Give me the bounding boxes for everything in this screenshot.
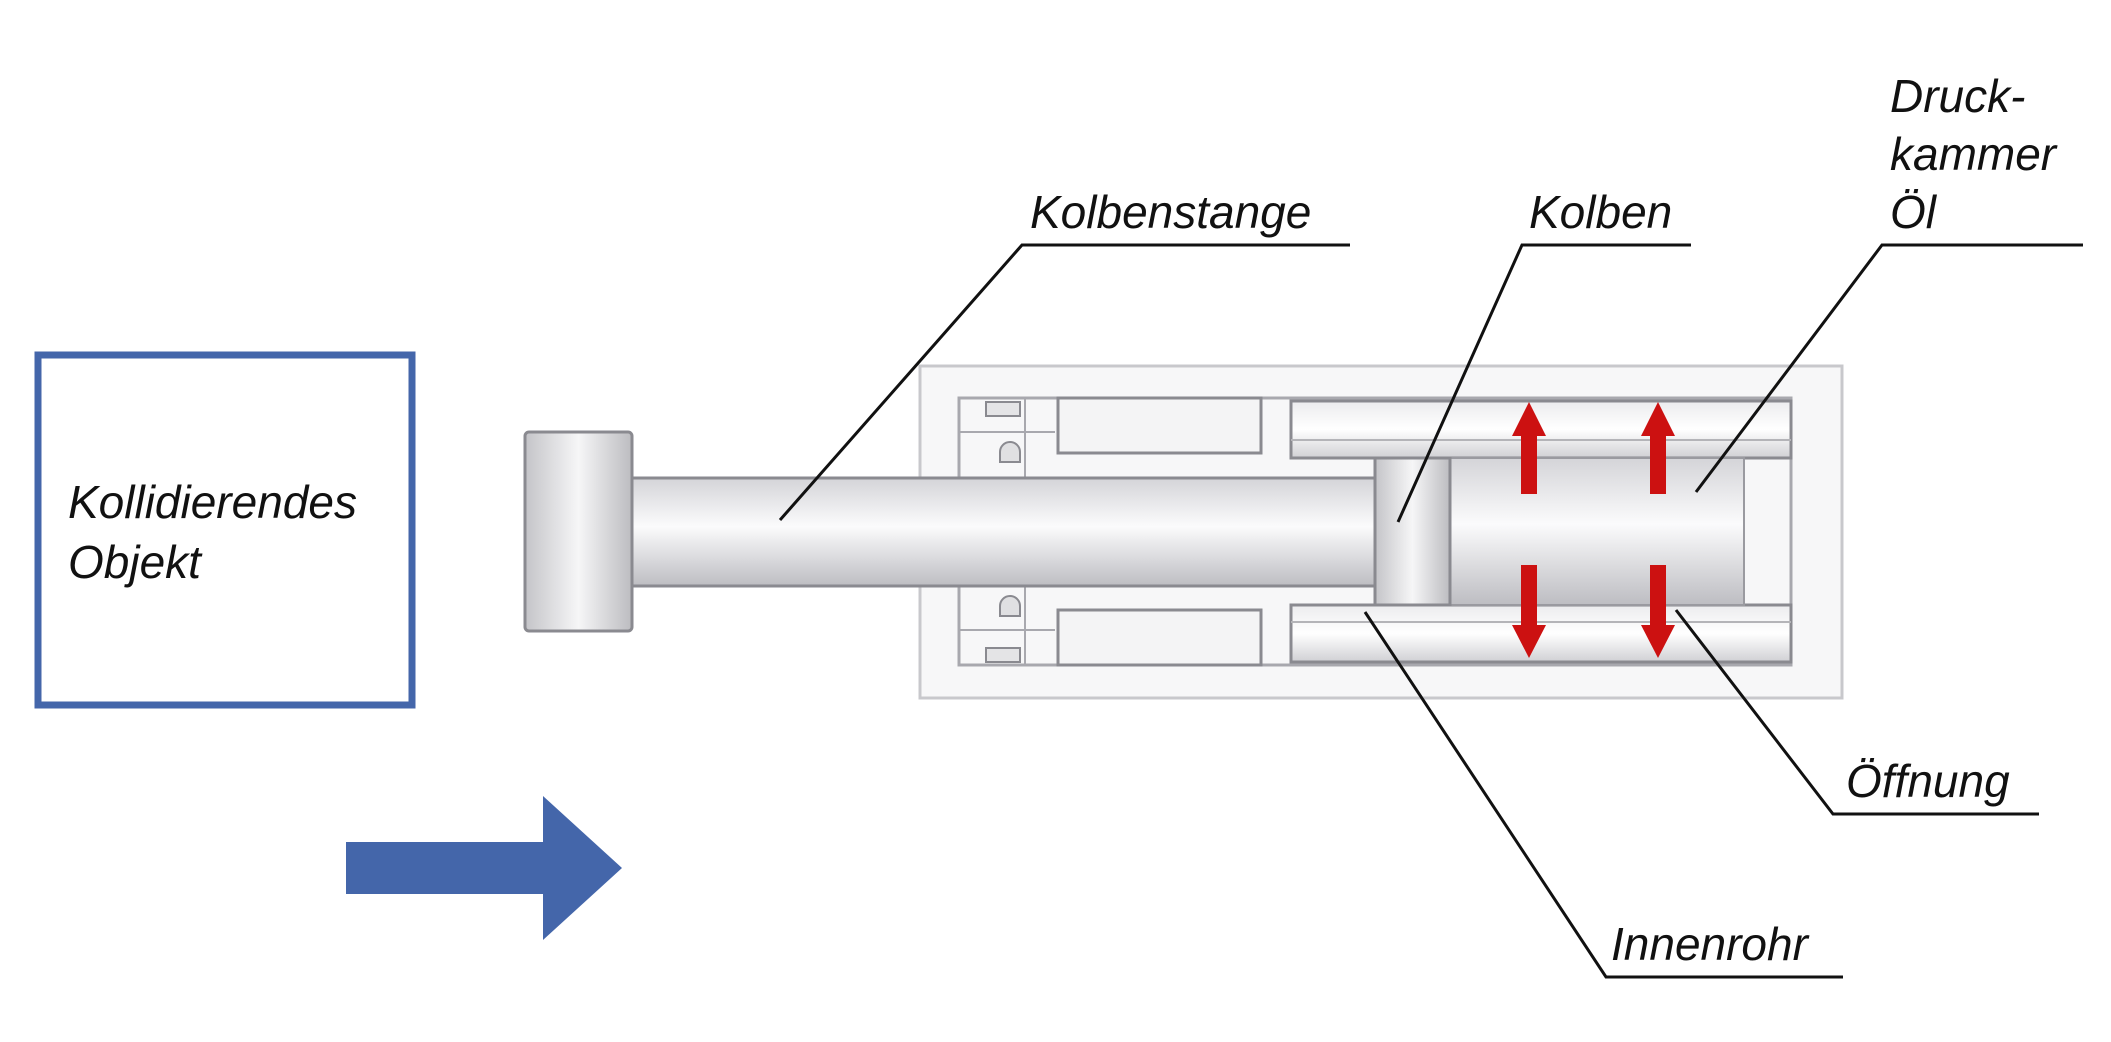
colliding-object-label-line1: Kollidierendes <box>68 476 357 528</box>
flow-arrow-down-1 <box>1512 565 1546 658</box>
piston <box>1373 456 1452 607</box>
piston-label: Kolben <box>1529 186 1672 238</box>
bearing-block-lower <box>1056 608 1263 667</box>
flow-arrow-up-2 <box>1641 402 1675 494</box>
seal-upper-ring <box>999 441 1021 463</box>
pressure-chamber-label-line1: Druck- <box>1890 70 2025 122</box>
colliding-object-frame <box>34 351 416 709</box>
impact-direction-arrow <box>346 796 622 940</box>
leader-line-pressure-chamber <box>1694 243 2083 493</box>
pressure-chamber-label-line2: kammer <box>1890 128 2058 180</box>
seal-lower-ring <box>999 595 1021 617</box>
piston-rod-label: Kolbenstange <box>1030 186 1311 238</box>
bearing-block-upper <box>1056 396 1263 455</box>
pressure-chamber-label-line3: Öl <box>1890 186 1938 238</box>
piston-rod <box>630 476 1377 588</box>
colliding-object-label: Kollidierendes Objekt <box>68 476 370 588</box>
seal-upper-recess <box>985 401 1021 417</box>
colliding-object-label-line2: Objekt <box>68 536 203 588</box>
leader-line-piston <box>1396 243 1691 523</box>
pressure-chamber-label: Druck- kammer Öl <box>1890 70 2069 238</box>
flow-arrow-up-1 <box>1512 402 1546 494</box>
leader-line-inner-tube <box>1363 611 1843 979</box>
leader-line-piston-rod <box>778 243 1350 521</box>
leader-line-orifice <box>1674 609 2039 816</box>
orifice-label: Öffnung <box>1846 755 2010 807</box>
seal-lower-recess <box>985 647 1021 663</box>
flow-arrow-down-2 <box>1641 565 1675 658</box>
inner-tube-label: Innenrohr <box>1611 918 1810 970</box>
pressure-chamber <box>1449 457 1745 606</box>
rod-head <box>523 430 634 633</box>
